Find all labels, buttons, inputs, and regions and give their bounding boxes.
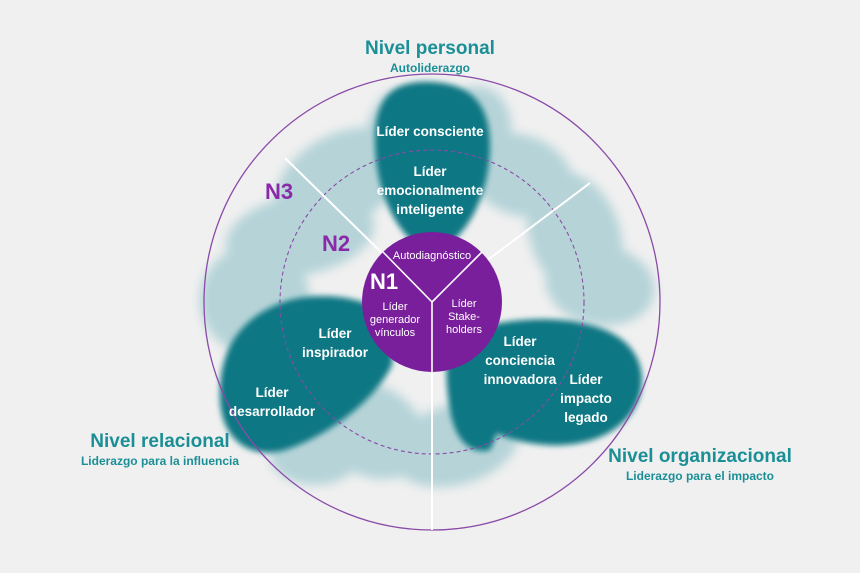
innovadora-line-3: innovadora xyxy=(483,372,557,387)
ring-label-n1: N1 xyxy=(370,269,399,294)
level-personal-title: Nivel personal xyxy=(365,38,495,59)
core-right-line-2: Stake- xyxy=(448,311,480,323)
core-right-line-1: Líder xyxy=(451,298,477,310)
inspirador-line-1: Líder xyxy=(318,326,352,341)
ring-label-n3: N3 xyxy=(265,179,294,204)
petal-personal-outer-label: Líder consciente xyxy=(360,122,500,141)
desarrollador-line-1: Líder xyxy=(255,385,289,400)
core-top-label: Autodiagnóstico xyxy=(392,250,472,262)
emocional-line-3: inteligente xyxy=(396,202,464,217)
core-right-label: Líder Stake- holders xyxy=(434,298,494,337)
innovadora-line-2: conciencia xyxy=(485,353,555,368)
petal-organizacional-outer-label: Líder impacto legado xyxy=(550,370,622,427)
ring-label-n2: N2 xyxy=(322,231,351,256)
legado-line-3: legado xyxy=(564,410,608,425)
petal-relacional-outer-label: Líder desarrollador xyxy=(222,383,322,421)
level-relacional-subtitle: Liderazgo para la influencia xyxy=(80,454,240,468)
inspirador-line-2: inspirador xyxy=(301,345,368,360)
innovadora-line-1: Líder xyxy=(503,334,537,349)
level-relacional-title: Nivel relacional xyxy=(90,431,230,452)
petal-organizacional-inner-label: Líder conciencia innovadora xyxy=(472,332,568,389)
emocional-line-1: Líder xyxy=(413,164,447,179)
core-dividers xyxy=(382,251,483,372)
core-left-line-2: generador xyxy=(369,314,421,326)
level-organizacional-title: Nivel organizacional xyxy=(608,446,792,467)
core-left-line-1: Líder xyxy=(382,301,408,313)
petal-relacional-inner-label: Líder inspirador xyxy=(290,324,380,362)
legado-line-2: impacto xyxy=(560,391,612,406)
petal-relacional xyxy=(219,296,395,453)
petal-personal xyxy=(375,81,490,256)
core-right-line-3: holders xyxy=(445,324,483,336)
core-left-line-3: vínculos xyxy=(374,327,416,339)
petal-personal-inner-label: Líder emocionalmente inteligente xyxy=(360,162,500,219)
legado-line-1: Líder xyxy=(569,372,603,387)
level-organizacional-subtitle: Liderazgo para el impacto xyxy=(625,469,775,483)
emocional-line-2: emocionalmente xyxy=(376,183,484,198)
desarrollador-line-2: desarrollador xyxy=(228,404,316,419)
core-left-label: Líder generador vínculos xyxy=(358,301,432,340)
lider-consciente-line: Líder consciente xyxy=(376,124,484,139)
level-personal-subtitle: Autoliderazgo xyxy=(390,61,470,75)
